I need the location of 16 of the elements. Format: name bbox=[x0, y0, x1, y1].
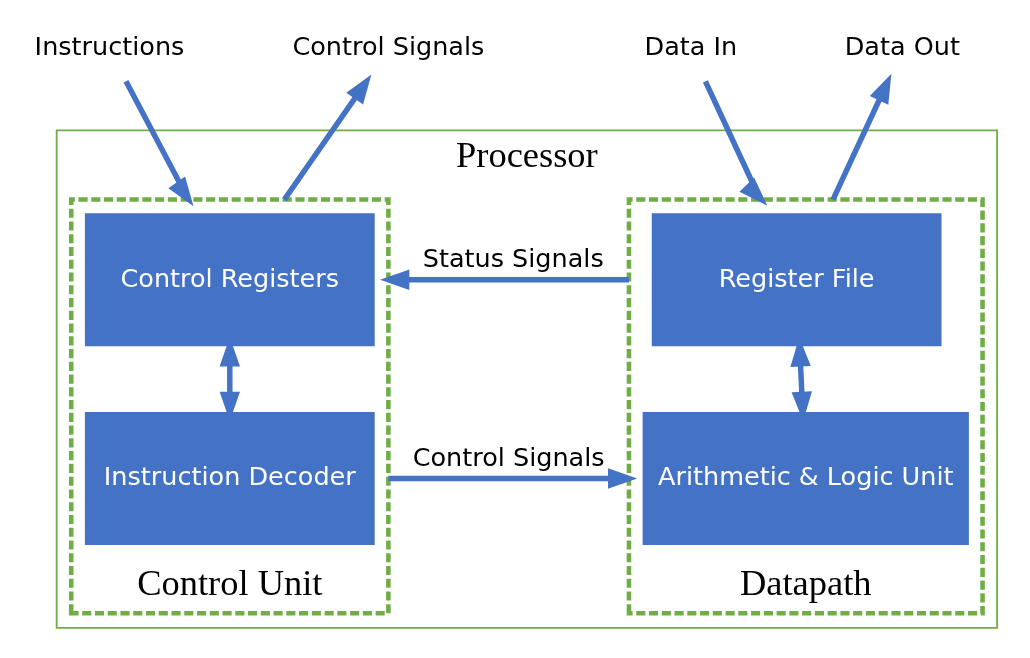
node-text: Data In bbox=[644, 31, 737, 62]
node-text: Control Signals bbox=[291, 31, 484, 62]
node-box: Instruction Decoder bbox=[84, 411, 375, 545]
edge-label: Status Signals bbox=[422, 243, 604, 274]
arrow bbox=[387, 468, 637, 489]
node-box: Arithmetic & Logic Unit bbox=[642, 411, 969, 545]
arrow bbox=[123, 80, 193, 207]
arrow bbox=[281, 74, 371, 202]
arrow bbox=[830, 73, 891, 201]
node-text: Instructions bbox=[34, 31, 184, 62]
edge-label: Control Signals bbox=[412, 442, 605, 473]
node-text: Data Out bbox=[844, 31, 960, 62]
node-box: Register File bbox=[651, 213, 942, 347]
node-box: Control Registers bbox=[84, 213, 375, 347]
arrow bbox=[702, 80, 767, 206]
arrow bbox=[379, 269, 629, 291]
